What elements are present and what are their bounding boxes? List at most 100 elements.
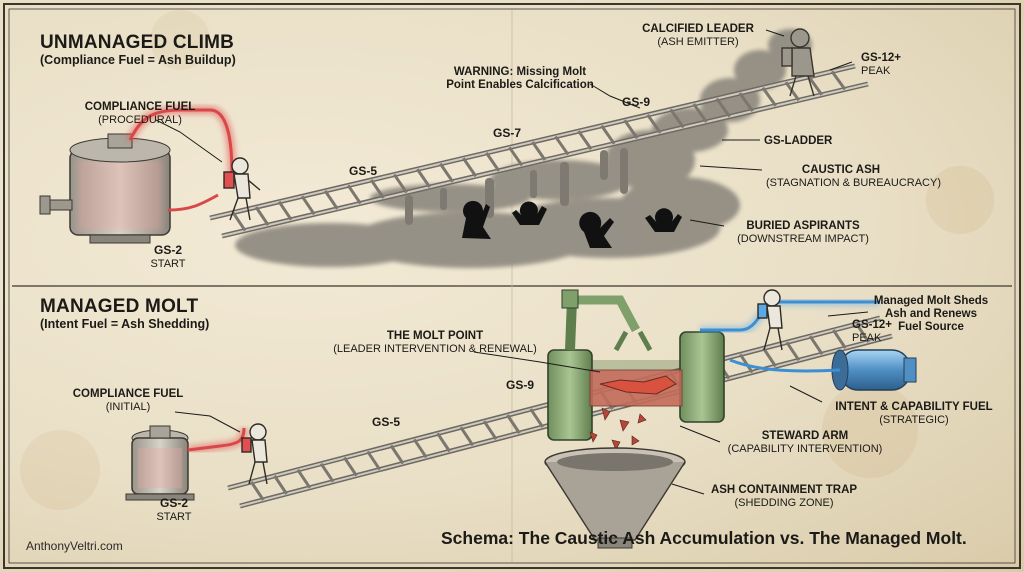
- ladder-rung: [508, 146, 524, 167]
- intent-fuel-label: INTENT & CAPABILITY FUEL: [835, 401, 993, 413]
- managed-molt-line-1: Managed Molt Sheds: [873, 295, 989, 307]
- bottom-peak-label: GS-12+: [852, 319, 892, 331]
- ladder-rung: [231, 211, 247, 232]
- ladder-rung: [832, 329, 847, 349]
- top-ladder: [209, 63, 869, 239]
- molt-point-sub: (LEADER INTERVENTION & RENEWAL): [333, 343, 537, 356]
- buried-aspirants-sub: (DOWNSTREAM IMPACT): [737, 233, 869, 246]
- warning-line-2: Point Enables Calcification: [446, 79, 594, 92]
- ladder-rung: [554, 135, 570, 156]
- ladder-rung: [623, 119, 639, 140]
- ladder-rung: [273, 475, 288, 495]
- ladder-rung: [366, 450, 381, 471]
- top-grade-gs9: GS-9: [622, 95, 651, 109]
- ladder-rung: [277, 200, 293, 221]
- ladder-rung: [855, 323, 870, 343]
- paper-frame: [3, 3, 1021, 569]
- managed-molt-callout: Managed Molt Sheds Ash and Renews Fuel S…: [866, 295, 996, 335]
- ladder-rung: [506, 414, 521, 434]
- bottom-start-sub: START: [156, 510, 192, 523]
- warning-line-1: WARNING: Missing Molt: [453, 66, 587, 78]
- ladder-rung: [646, 113, 662, 134]
- top-peak-label: GS-12+: [861, 52, 901, 64]
- calcified-leader-figure: [781, 28, 815, 97]
- ladder-rung: [393, 173, 408, 194]
- ladder-rung: [439, 162, 454, 183]
- ladder-rung: [761, 86, 777, 107]
- ladder-rung: [462, 157, 478, 178]
- bottom-peak-sub: PEAK: [852, 332, 882, 345]
- top-leader-lines: [155, 29, 853, 227]
- steward-arm-callout: STEWARD ARM (CAPABILITY INTERVENTION): [722, 430, 888, 456]
- top-panel-subtitle: (Compliance Fuel = Ash Buildup): [40, 53, 236, 67]
- steward-arm-label: STEWARD ARM: [761, 430, 849, 442]
- ladder-rung: [762, 347, 777, 368]
- ladder-rung: [346, 184, 362, 205]
- ash-containment-trap: [544, 447, 686, 549]
- bottom-grade-gs9: GS-9: [506, 378, 535, 392]
- bottom-start-callout: GS-2 START: [154, 496, 194, 523]
- top-start-label: GS-2: [153, 243, 182, 257]
- schema-caption: Schema: The Caustic Ash Accumulation vs.…: [441, 528, 967, 548]
- ladder-rung: [738, 92, 754, 113]
- ash-trap-sub: (SHEDDING ZONE): [734, 497, 834, 510]
- bottom-fuel-sub: (INITIAL): [105, 401, 151, 414]
- ladder-rung: [830, 70, 847, 91]
- managed-molt-line-3: Fuel Source: [898, 321, 964, 334]
- top-peak-sub: PEAK: [861, 65, 891, 78]
- bottom-climber-figure: [241, 423, 268, 485]
- ladder-rung: [784, 81, 801, 102]
- ladder-rung: [485, 152, 501, 172]
- bottom-start-label: GS-2: [159, 496, 188, 510]
- site-credit: AnthonyVeltri.com: [26, 539, 123, 553]
- renewed-climber-figure: [757, 289, 783, 351]
- ladder-rung: [669, 108, 685, 129]
- bottom-panel-subtitle: (Intent Fuel = Ash Shedding): [40, 317, 210, 331]
- ash-shards: [589, 407, 647, 451]
- gs-ladder-label: GS-LADDER: [764, 135, 833, 147]
- ladder-rung: [531, 141, 547, 161]
- molt-point-callout: THE MOLT POINT (LEADER INTERVENTION & RE…: [330, 330, 540, 356]
- buried-aspirants-callout: BURIED ASPIRANTS (DOWNSTREAM IMPACT): [728, 220, 878, 246]
- top-panel-title: UNMANAGED CLIMB: [40, 32, 235, 53]
- bottom-fuel-callout: COMPLIANCE FUEL (INITIAL): [68, 388, 188, 414]
- ash-trap-callout: ASH CONTAINMENT TRAP (SHEDDING ZONE): [706, 484, 862, 510]
- ash-drips: [405, 148, 628, 225]
- ladder-rung: [808, 335, 824, 356]
- caustic-ash-cloud: [235, 29, 812, 268]
- ladder-rung: [416, 168, 431, 188]
- bottom-fuel-label: COMPLIANCE FUEL: [72, 388, 184, 400]
- ladder-rung: [482, 420, 498, 441]
- ladder-rung: [785, 341, 801, 362]
- ladder-rung: [343, 456, 358, 477]
- top-start-sub: START: [150, 257, 186, 270]
- calcified-leader-label: CALCIFIED LEADER: [642, 23, 754, 35]
- ladder-rung: [529, 408, 544, 428]
- ladder-rung: [600, 124, 616, 145]
- bottom-leader-lines: [174, 311, 869, 495]
- ladder-rung: [296, 468, 312, 489]
- intent-fuel-tank: [831, 349, 917, 391]
- ladder-rung: [807, 75, 824, 96]
- top-fuel-tank: [39, 133, 171, 244]
- top-fuel-sub: (PROCEDURAL): [98, 114, 182, 127]
- managed-molt-line-2: Ash and Renews: [884, 308, 978, 321]
- bottom-panel-title: MANAGED MOLT: [40, 296, 199, 317]
- calcified-leader-sub: (ASH EMITTER): [657, 36, 739, 49]
- ladder-rung: [436, 432, 451, 453]
- top-start-callout: GS-2 START: [148, 243, 188, 270]
- top-fuel-hose: [128, 108, 234, 176]
- bottom-fuel-tank: [125, 425, 195, 501]
- buried-aspirants: [462, 200, 682, 248]
- intent-fuel-sub: (STRATEGIC): [879, 414, 949, 427]
- ladder-rung: [370, 179, 385, 199]
- top-grade-gs5: GS-5: [349, 164, 378, 178]
- ladder-rung: [577, 130, 593, 151]
- top-fuel-callout: COMPLIANCE FUEL (PROCEDURAL): [80, 101, 200, 127]
- ladder-rung: [300, 195, 316, 216]
- top-peak-callout: GS-12+ PEAK: [861, 52, 901, 78]
- ladder-rung: [692, 103, 708, 123]
- ladder-rung: [254, 206, 270, 226]
- caustic-ash-callout: CAUSTIC ASH (STAGNATION & BUREAUCRACY): [766, 164, 941, 190]
